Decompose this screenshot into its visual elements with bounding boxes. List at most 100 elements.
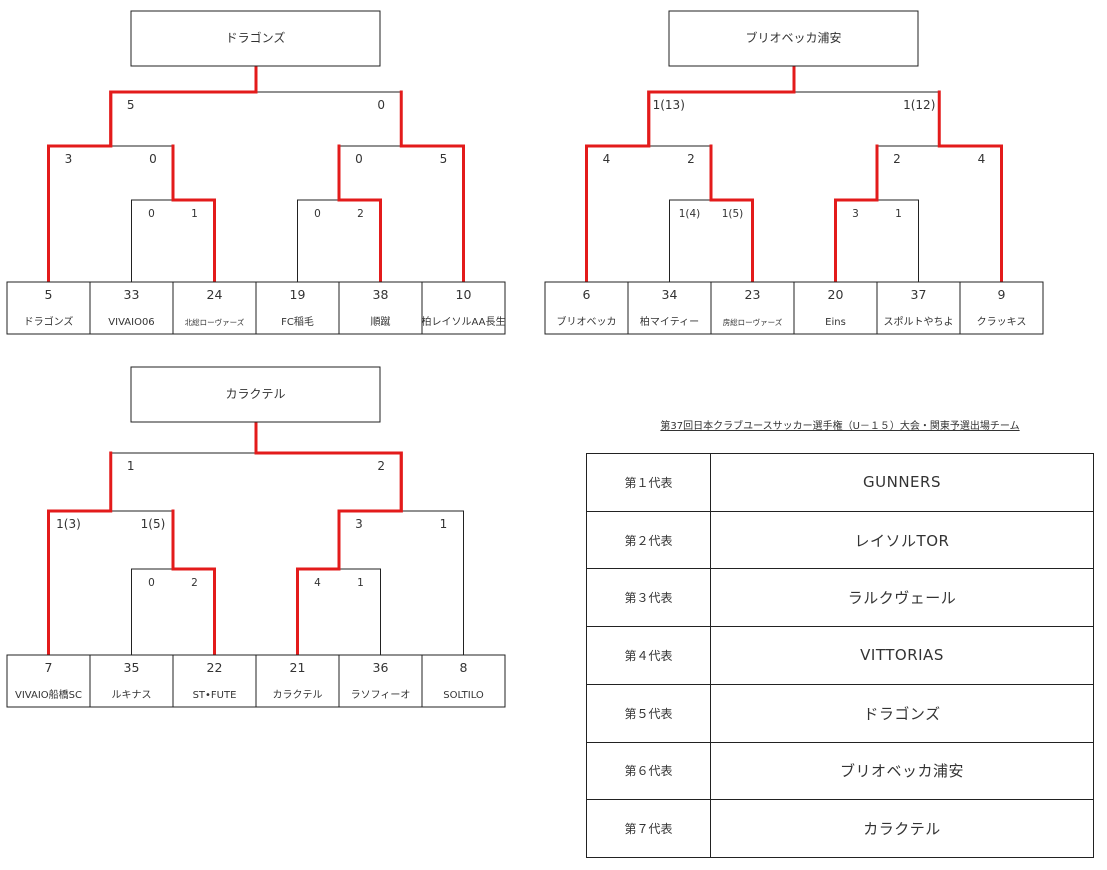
semi-right-score-left: 0 xyxy=(355,152,363,166)
winner-path-semi-left xyxy=(47,90,113,284)
team-name: 柏レイソルAA長生 xyxy=(422,315,506,328)
semi-right-score-right: 4 xyxy=(978,152,986,166)
team-name: SOLTILO xyxy=(443,690,484,701)
final-line xyxy=(110,91,402,146)
representative-rank: 第３代表 xyxy=(586,568,711,628)
team-name: ルキナス xyxy=(112,689,152,701)
team-cell xyxy=(544,281,629,335)
representative-row: 第７代表カラクテル xyxy=(586,799,1094,858)
winner-path-qf-left xyxy=(171,144,216,284)
final-line xyxy=(110,452,402,511)
semi-left-score-left: 3 xyxy=(65,152,73,166)
winner-box xyxy=(130,366,381,423)
team-name: ラソフィーオ xyxy=(351,689,411,701)
semi-right-score-right: 5 xyxy=(440,152,448,166)
team-cell xyxy=(6,654,91,708)
semi-left-score-right: 0 xyxy=(149,152,157,166)
team-name: FC稲毛 xyxy=(281,316,314,328)
representative-team: カラクテル xyxy=(710,799,1094,858)
team-name: 房総ローヴァーズ xyxy=(723,317,783,327)
team-name: 北総ローヴァーズ xyxy=(185,317,245,327)
team-name: スポルトやちよ xyxy=(884,316,954,328)
team-name: カラクテル xyxy=(273,689,323,701)
team-name: 順蹴 xyxy=(371,315,391,328)
representative-team: GUNNERS xyxy=(710,453,1094,512)
team-cell xyxy=(421,654,506,708)
team-cell xyxy=(338,281,423,335)
representative-row: 第６代表ブリオベッカ浦安 xyxy=(586,741,1094,801)
team-cell xyxy=(959,281,1044,335)
qf-left-score-left: 0 xyxy=(148,577,155,589)
winner-name: ブリオベッカ浦安 xyxy=(745,30,841,45)
winner-path-qf-right xyxy=(834,144,879,284)
final-score-left: 5 xyxy=(127,98,135,112)
team-cell xyxy=(627,281,712,335)
team-number: 34 xyxy=(662,287,678,302)
team-cell xyxy=(172,281,257,335)
representative-team: VITTORIAS xyxy=(710,626,1094,685)
representative-rank: 第７代表 xyxy=(586,799,711,858)
qf-right-score-left: 0 xyxy=(314,208,321,220)
team-number: 8 xyxy=(460,660,468,675)
qf-left-score-right: 1 xyxy=(191,208,198,220)
team-cell xyxy=(710,281,795,335)
bracket-1: ドラゴンズ5ドラゴンズ33VIVAIO0624北総ローヴァーズ19FC稲毛38順… xyxy=(6,10,506,335)
team-cell xyxy=(255,654,340,708)
team-name: クラッキス xyxy=(977,316,1027,328)
final-score-right: 0 xyxy=(377,98,385,112)
semi-right-score-left: 2 xyxy=(893,152,901,166)
semi-left-score-left: 1(3) xyxy=(56,517,81,531)
team-name: Eins xyxy=(825,317,846,328)
representative-rank: 第１代表 xyxy=(586,453,711,512)
team-number: 33 xyxy=(124,287,140,302)
winner-name: カラクテル xyxy=(225,387,285,401)
team-number: 7 xyxy=(45,660,53,675)
team-name: ST•FUTE xyxy=(193,690,237,701)
representative-team: ラルクヴェール xyxy=(710,568,1094,628)
team-number: 37 xyxy=(911,287,927,302)
representative-team: レイソルTOR xyxy=(710,510,1094,570)
final-score-left: 1 xyxy=(127,459,135,473)
team-cell xyxy=(89,654,174,708)
representatives-title: 第37回日本クラブユースサッカー選手権（U－１５）大会・関東予選出場チーム xyxy=(660,421,1020,432)
semi-right-score-left: 3 xyxy=(355,517,363,531)
winner-path-semi-right xyxy=(399,90,465,284)
representative-team: ドラゴンズ xyxy=(710,683,1094,743)
semi-left-score-right: 1(5) xyxy=(141,517,166,531)
representative-rank: 第６代表 xyxy=(586,741,711,801)
qf-right-line xyxy=(297,199,381,282)
team-number: 21 xyxy=(290,660,306,675)
team-name: ドラゴンズ xyxy=(24,315,74,328)
team-number: 22 xyxy=(207,660,223,675)
qf-right-score-left: 3 xyxy=(852,208,859,220)
representative-team: ブリオベッカ浦安 xyxy=(710,741,1094,801)
winner-path-qf-left xyxy=(171,509,216,657)
team-cell xyxy=(338,654,423,708)
representative-rank: 第５代表 xyxy=(586,683,711,743)
qf-right-score-left: 4 xyxy=(314,577,321,589)
team-name: VIVAIO06 xyxy=(108,317,154,328)
bracket-3: カラクテル7VIVAIO船橋SC35ルキナス22ST•FUTE21カラクテル36… xyxy=(6,366,506,708)
representative-rank: 第２代表 xyxy=(586,510,711,570)
team-cell xyxy=(6,281,91,335)
qf-right-score-right: 1 xyxy=(357,577,364,589)
final-score-right: 2 xyxy=(377,459,385,473)
winner-path-qf-right xyxy=(296,509,341,657)
winner-path-qf-right xyxy=(337,144,382,284)
team-name: 柏マイティー xyxy=(640,315,699,328)
winner-path-qf-left xyxy=(709,144,754,284)
team-cell xyxy=(255,281,340,335)
qf-left-score-right: 1(5) xyxy=(722,208,744,220)
winner-path-semi-right xyxy=(337,451,403,513)
final-line xyxy=(648,91,940,146)
winner-path-semi-right xyxy=(937,90,1003,284)
team-number: 10 xyxy=(456,287,472,302)
winner-name: ドラゴンズ xyxy=(226,30,286,45)
semi-right-score-right: 1 xyxy=(440,517,448,531)
team-number: 19 xyxy=(290,287,306,302)
team-number: 24 xyxy=(207,287,223,302)
winner-path-semi-left xyxy=(585,90,651,284)
